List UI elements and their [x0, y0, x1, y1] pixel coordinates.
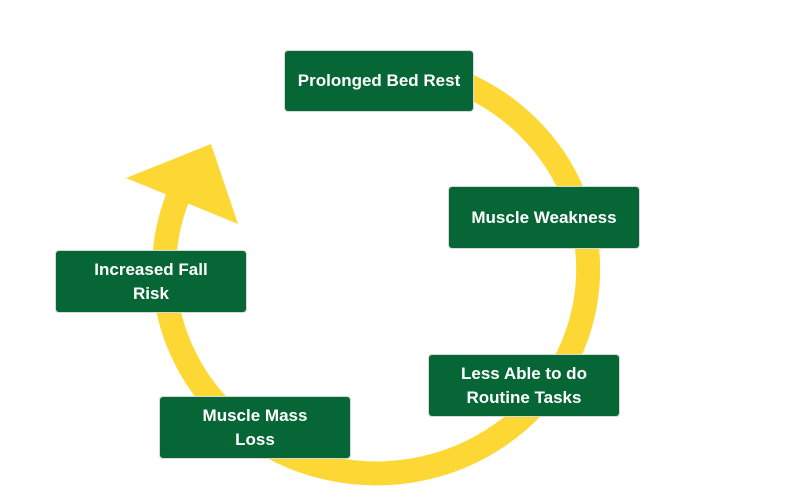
- cycle-arc: [152, 53, 601, 486]
- step-label: Muscle Weakness: [471, 207, 617, 227]
- step-label: Prolonged Bed Rest: [297, 71, 461, 90]
- step-prolonged-bed-rest: Prolonged Bed Rest: [284, 50, 474, 112]
- step-label: Muscle Mass Loss: [202, 405, 308, 449]
- step-less-able-routine-tasks: Less Able to do Routine Tasks: [428, 354, 620, 417]
- step-label: Less Able to do Routine Tasks: [461, 363, 587, 407]
- step-increased-fall-risk: Increased Fall Risk: [55, 250, 247, 313]
- step-label: Increased Fall Risk: [94, 259, 208, 303]
- cycle-arrowhead: [126, 144, 238, 224]
- step-muscle-weakness: Muscle Weakness: [448, 186, 640, 249]
- step-muscle-mass-loss: Muscle Mass Loss: [159, 396, 351, 459]
